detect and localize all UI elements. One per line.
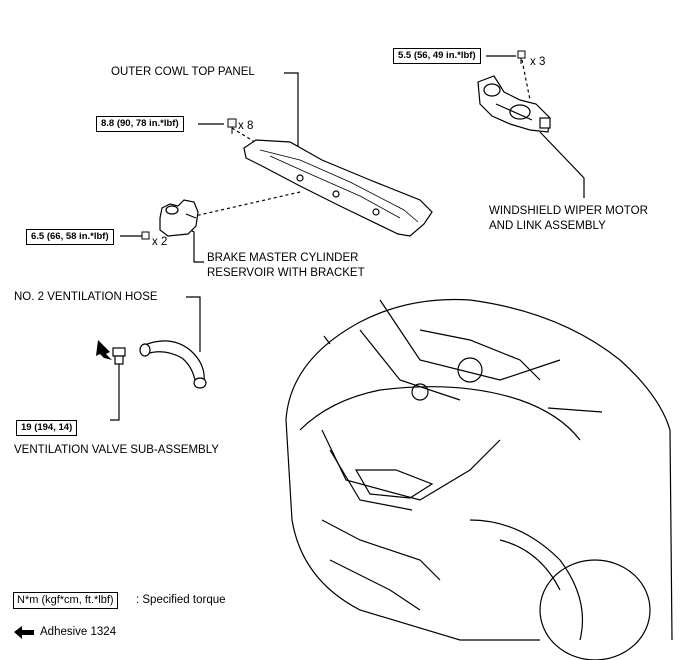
legend-torque-text: : Specified torque [136,594,226,606]
brake-reservoir [159,199,199,237]
label-brake-line1: BRAKE MASTER CYLINDER [207,252,359,264]
outer-cowl-top-panel [243,139,433,237]
vehicle-front [285,298,673,660]
label-vent-hose: NO. 2 VENTILATION HOSE [14,291,158,303]
wiper-bolt [517,50,526,64]
dashed-line-cowl [231,127,269,151]
cowl-bolt [227,118,237,134]
torque-wiper: 5.5 (56, 49 in.*lbf) [393,48,481,64]
wiper-motor-link-assembly [477,75,551,133]
legend-adhesive: Adhesive 1324 [40,626,117,638]
legend-torque-unit: N*m (kgf*cm, ft.*lbf) [13,592,118,609]
leader-outer-cowl [284,72,299,148]
label-wiper-line2: AND LINK ASSEMBLY [489,220,606,232]
qty-brake: x 2 [152,236,168,248]
legend-arrow-icon [14,626,34,639]
label-brake-line2: RESERVOIR WITH BRACKET [207,267,365,279]
label-wiper-line1: WINDSHIELD WIPER MOTOR [489,205,648,217]
brake-nut [141,231,150,240]
label-outer-cowl: OUTER COWL TOP PANEL [111,66,255,78]
qty-cowl: x 8 [238,120,254,132]
dashed-line-brake [185,191,301,219]
leader-wiper [539,131,585,198]
label-vent-valve: VENTILATION VALVE SUB-ASSEMBLY [14,444,219,456]
ventilation-valve [112,347,126,365]
torque-valve: 19 (194, 14) [16,420,78,436]
leader-valve [110,363,120,421]
qty-wiper: x 3 [530,56,546,68]
adhesive-arrow-icon [96,340,112,360]
leader-vent-hose [186,296,201,352]
ventilation-hose [139,340,207,389]
torque-cowl: 8.8 (90, 78 in.*lbf) [96,116,184,132]
dashed-line-wiper [521,59,531,101]
torque-brake: 6.5 (66, 58 in.*lbf) [26,229,114,245]
